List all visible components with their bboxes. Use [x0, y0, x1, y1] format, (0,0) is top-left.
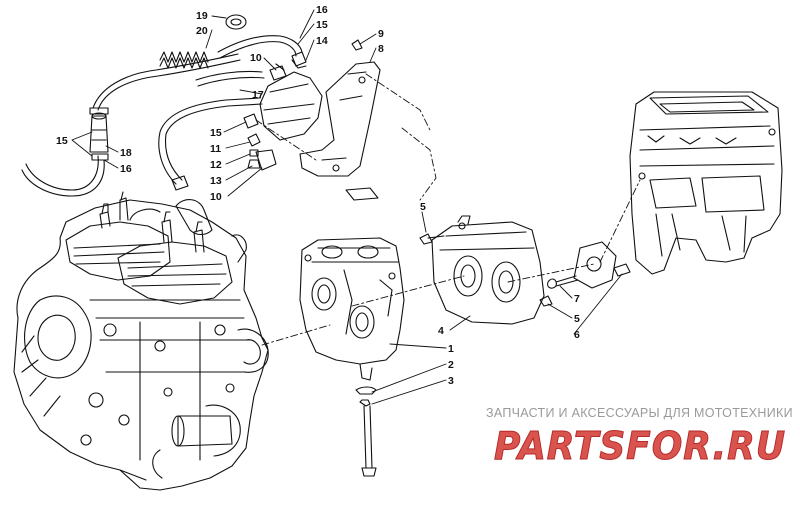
- callout-7: 7: [574, 293, 580, 305]
- callout-14: 14: [316, 35, 328, 47]
- air-silencer-box: [629, 91, 783, 275]
- fuel-lines: [21, 14, 307, 197]
- callout-19: 19: [196, 10, 208, 22]
- callout-16: 16: [120, 163, 132, 175]
- callout-2: 2: [448, 359, 454, 371]
- callout-3: 3: [448, 375, 454, 387]
- engine-block: [13, 191, 269, 491]
- callout-17: 17: [252, 89, 264, 101]
- callout-12: 12: [210, 159, 222, 171]
- leader-lines: [255, 73, 641, 346]
- callout-numbers: 19 20 16 15 14 9 8 10 17 15 18 16 15 11 …: [56, 4, 580, 387]
- watermark-logo: PARTSFOR.RU: [494, 424, 786, 469]
- callout-15: 15: [56, 135, 68, 147]
- bracket-parts-5-6-7: [539, 241, 631, 307]
- callout-18: 18: [120, 147, 132, 159]
- callout-4: 4: [438, 325, 444, 337]
- callout-10: 10: [250, 52, 262, 64]
- callout-11: 11: [210, 143, 221, 155]
- callout-20: 20: [196, 25, 208, 37]
- callout-5: 5: [420, 201, 426, 213]
- carburetor-assembly: [299, 237, 405, 477]
- watermark-logo-text: PARTSFOR.RU: [494, 424, 786, 468]
- callout-15: 15: [210, 127, 222, 139]
- callout-9: 9: [378, 28, 384, 40]
- intake-boot-part-4: [419, 215, 545, 325]
- watermark-tagline: ЗАПЧАСТИ И АКСЕССУАРЫ ДЛЯ МОТОТЕХНИКИ: [486, 406, 793, 420]
- callout-8: 8: [378, 43, 384, 55]
- callout-10: 10: [210, 191, 222, 203]
- callout-16: 16: [316, 4, 328, 16]
- callout-5: 5: [574, 313, 580, 325]
- callout-15: 15: [316, 19, 328, 31]
- fuel-pump-assembly: [259, 39, 381, 201]
- callout-1: 1: [448, 343, 454, 355]
- callout-6: 6: [574, 329, 580, 341]
- callout-13: 13: [210, 175, 222, 187]
- callout-leaders: [71, 9, 623, 405]
